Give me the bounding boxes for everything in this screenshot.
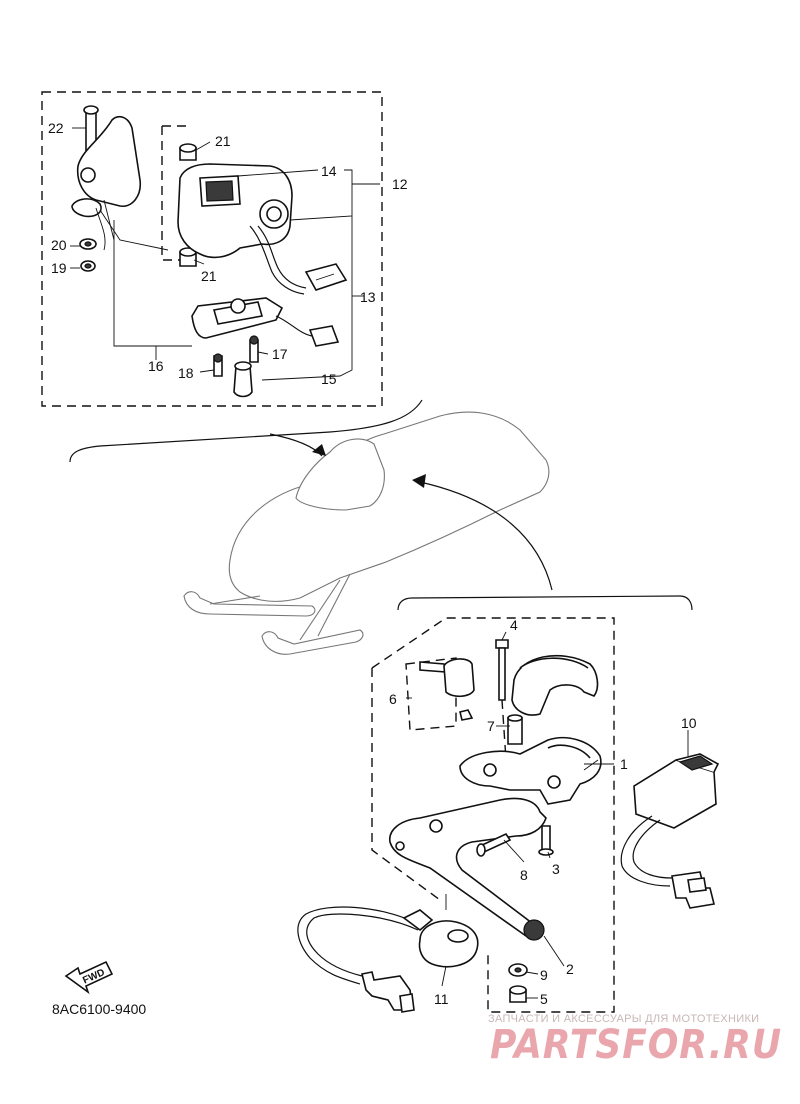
- bracket-screws: [476, 825, 554, 857]
- brake-switch: [620, 753, 720, 909]
- lever-bracket: [459, 736, 602, 805]
- callout-13: 13: [360, 289, 376, 305]
- callout-8: 8: [520, 867, 528, 883]
- brake-lever-detail-box: [371, 617, 615, 1013]
- callout-2: 2: [566, 961, 574, 977]
- fwd-label: FWD: [81, 967, 106, 986]
- callout-4: 4: [510, 617, 518, 633]
- callout-3: 3: [552, 861, 560, 877]
- callout-15: 15: [321, 371, 337, 387]
- washers: [79, 238, 97, 272]
- callout-17: 17: [272, 346, 288, 362]
- callout-6: 6: [389, 691, 397, 707]
- watermark: ЗАПЧАСТИ И АКСЕССУАРЫ ДЛЯ МОТОТЕХНИКИ PA…: [488, 1013, 782, 1068]
- callout-5: 5: [540, 991, 548, 1007]
- switch-plate: [191, 297, 340, 347]
- throttle-housing: [177, 163, 348, 295]
- nut-and-washer: [508, 963, 528, 1003]
- callout-22: 22: [48, 120, 64, 136]
- callout-10: 10: [681, 715, 697, 731]
- callout-18: 18: [178, 365, 194, 381]
- callout-14: 14: [321, 163, 337, 179]
- callout-20: 20: [51, 237, 67, 253]
- snowmobile-outline: [183, 411, 550, 655]
- screws: [213, 335, 259, 398]
- callout-11: 11: [434, 991, 449, 1007]
- nut-guide-bracket: [161, 125, 186, 261]
- watermark-caption: ЗАПЧАСТИ И АКСЕССУАРЫ ДЛЯ МОТОТЕХНИКИ: [488, 1013, 759, 1025]
- callout-19: 19: [51, 260, 67, 276]
- bottom-callout-leaders: [406, 631, 689, 999]
- lever-stopper-kit: [419, 658, 475, 721]
- callout-16: 16: [148, 358, 164, 374]
- callout-7: 7: [487, 718, 495, 734]
- bracket-assembly: [71, 105, 169, 251]
- lever-sensor: [297, 906, 479, 1013]
- forward-direction-arrow-icon: FWD: [64, 960, 114, 995]
- callout-9: 9: [540, 967, 548, 983]
- callout-12: 12: [392, 176, 408, 192]
- callout-21-top: 21: [215, 133, 231, 149]
- callout-21-bottom: 21: [201, 268, 217, 284]
- cap-nuts: [179, 143, 197, 267]
- location-arrows: [312, 444, 693, 611]
- callout-1: 1: [620, 756, 628, 772]
- top-callout-leaders: [70, 127, 380, 381]
- watermark-brand: PARTSFOR.RU: [490, 1022, 782, 1068]
- pivot-bolt: [495, 639, 523, 761]
- diagram-code: 8AC6100-9400: [52, 1001, 146, 1017]
- callout-labels: 22 21 14 12 20 19 21 13 17 16 18 15 4 6 …: [48, 120, 697, 1007]
- lever-cover: [511, 655, 599, 716]
